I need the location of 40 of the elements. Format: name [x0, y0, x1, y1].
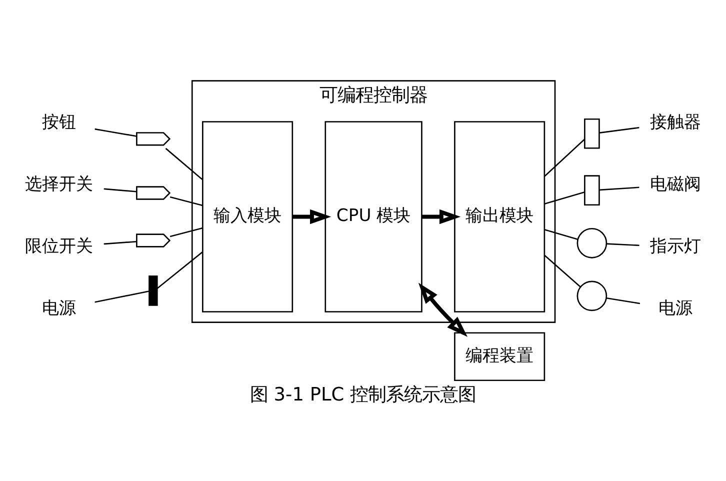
node-box: 输入模块	[202, 121, 294, 312]
node-text: 电磁阀	[650, 174, 702, 195]
connector	[104, 188, 136, 192]
connector	[170, 196, 203, 206]
arrow	[418, 282, 468, 337]
connector	[94, 290, 149, 303]
node-box	[584, 175, 600, 206]
node-text: 指示灯	[650, 236, 702, 257]
node-text: 选择开关	[24, 174, 93, 195]
node-box: 编程装置	[454, 332, 546, 382]
node-text: 电源	[42, 298, 76, 319]
connector	[104, 240, 136, 245]
arrow	[292, 209, 332, 224]
node-box: 输出模块	[454, 121, 546, 312]
node-circle	[576, 228, 608, 258]
node-text: 接触器	[650, 112, 702, 133]
node-circle	[576, 280, 608, 312]
node-text: 按钮	[42, 112, 76, 133]
node-switch	[136, 186, 171, 200]
node-switch	[136, 234, 171, 248]
node-text: 电源	[658, 298, 693, 319]
node-text: 限位开关	[24, 236, 93, 257]
arrow	[422, 209, 461, 224]
connector	[165, 148, 203, 180]
node-switch	[136, 132, 171, 146]
node-box	[584, 118, 600, 149]
connector	[156, 251, 203, 290]
connector	[600, 186, 640, 191]
caption: 图 3-1 PLC 控制系统示意图	[250, 384, 476, 406]
connector	[606, 243, 640, 246]
connector	[544, 254, 581, 288]
connector	[606, 297, 640, 304]
connector	[170, 227, 203, 238]
connector	[544, 229, 578, 240]
connector	[544, 138, 586, 177]
connector	[544, 192, 585, 204]
node-battery	[148, 275, 158, 306]
connector	[94, 128, 137, 137]
connector	[600, 126, 640, 134]
node-box: CPU 模块	[324, 121, 422, 312]
